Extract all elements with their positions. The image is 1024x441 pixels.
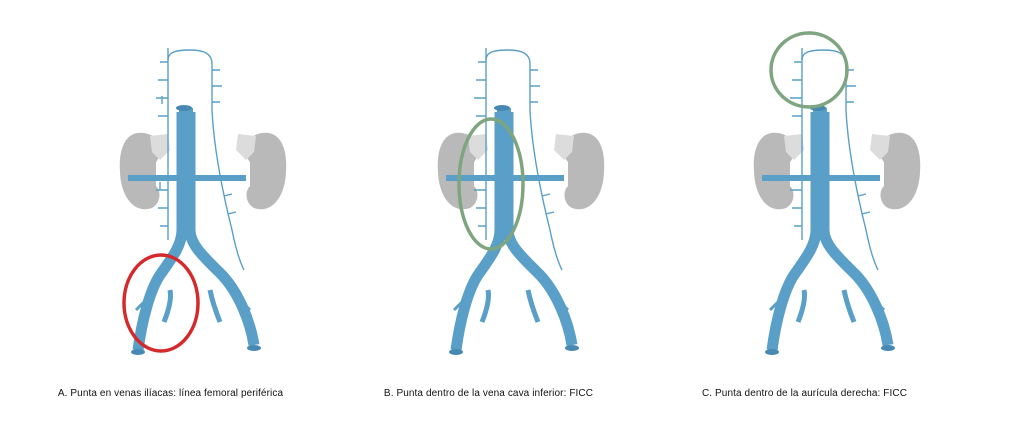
ivc-and-iliac-veins <box>128 108 260 351</box>
left-kidney <box>564 132 605 210</box>
right-iliac-end <box>449 349 463 355</box>
azygos-system <box>474 48 563 271</box>
right-iliac-end <box>765 349 779 355</box>
right-iliac-end <box>131 349 145 355</box>
panel-caption: A. Punta en venas ilíacas: línea femoral… <box>57 388 284 399</box>
left-adrenal-gland <box>554 134 574 160</box>
left-kidney <box>880 132 921 210</box>
anatomy <box>119 48 287 355</box>
right-adrenal-gland <box>150 134 170 160</box>
azygos-system <box>156 48 245 271</box>
left-iliac-end <box>881 345 895 351</box>
anatomy <box>753 48 921 355</box>
venous-anatomy-diagram-a <box>119 48 287 355</box>
left-iliac-end <box>565 345 579 351</box>
ivc-and-iliac-veins <box>762 108 894 351</box>
catheter-tip-marker <box>769 31 849 109</box>
panel-caption: B. Punta dentro de la vena cava inferior… <box>383 388 594 399</box>
venous-anatomy-diagram-b <box>437 48 605 355</box>
left-kidney <box>246 132 287 210</box>
right-kidney <box>437 132 478 210</box>
panel-caption: C. Punta dentro de la aurícula derecha: … <box>701 388 908 399</box>
panel-a: A. Punta en venas ilíacas: línea femoral… <box>0 0 341 441</box>
ivc-top-cap <box>494 105 510 111</box>
right-kidney <box>753 132 794 210</box>
azygos-system <box>790 48 879 271</box>
venous-anatomy-diagram-c <box>753 31 921 355</box>
anatomy <box>437 48 605 355</box>
left-iliac-end <box>247 345 261 351</box>
left-adrenal-gland <box>236 134 256 160</box>
right-adrenal-gland <box>784 134 804 160</box>
panel-c: C. Punta dentro de la aurícula derecha: … <box>634 0 975 441</box>
left-adrenal-gland <box>870 134 890 160</box>
panel-b: B. Punta dentro de la vena cava inferior… <box>318 0 659 441</box>
right-kidney <box>119 132 160 210</box>
ivc-top-cap <box>176 105 192 111</box>
catheter-tip-marker <box>457 117 525 251</box>
catheter-tip-marker <box>122 253 200 353</box>
right-adrenal-gland <box>468 134 488 160</box>
